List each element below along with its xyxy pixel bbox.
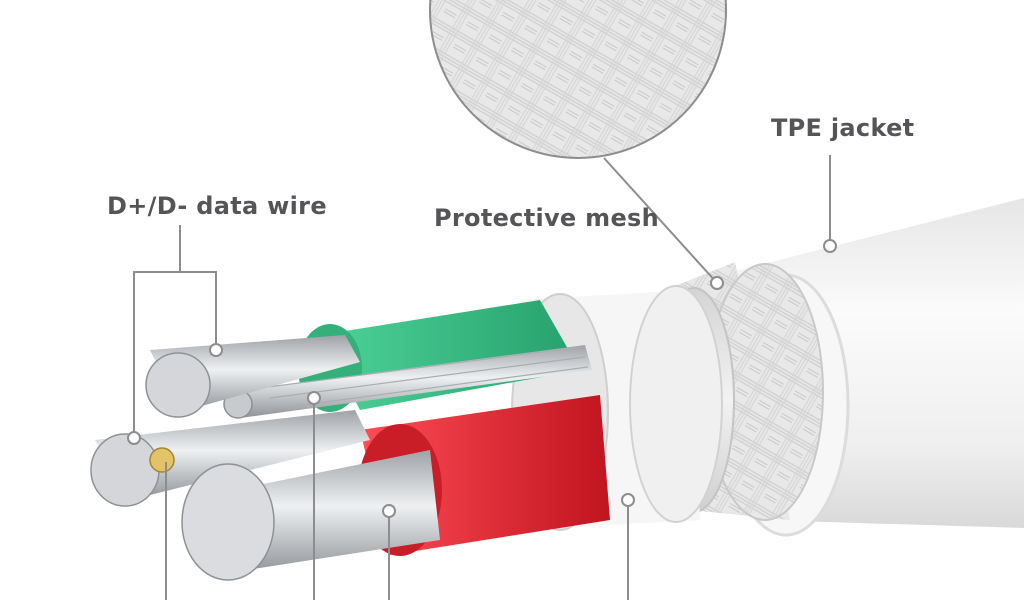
protective-mesh-label: Protective mesh: [434, 204, 660, 232]
mesh-zoom-inset: [429, 0, 727, 159]
mesh-leader: [603, 157, 718, 284]
power-conductor: [181, 450, 440, 581]
data-wire-label: D+/D- data wire: [107, 192, 327, 220]
leader-lines: [133, 155, 831, 600]
data-wire-bracket-left: [133, 225, 181, 438]
data-wire-upper: [145, 335, 360, 418]
data-wire-bracket-right: [180, 271, 217, 350]
callout-dots: [127, 239, 837, 518]
data-wire-lower: [90, 410, 370, 507]
tpe-jacket-label: TPE jacket: [771, 114, 915, 142]
